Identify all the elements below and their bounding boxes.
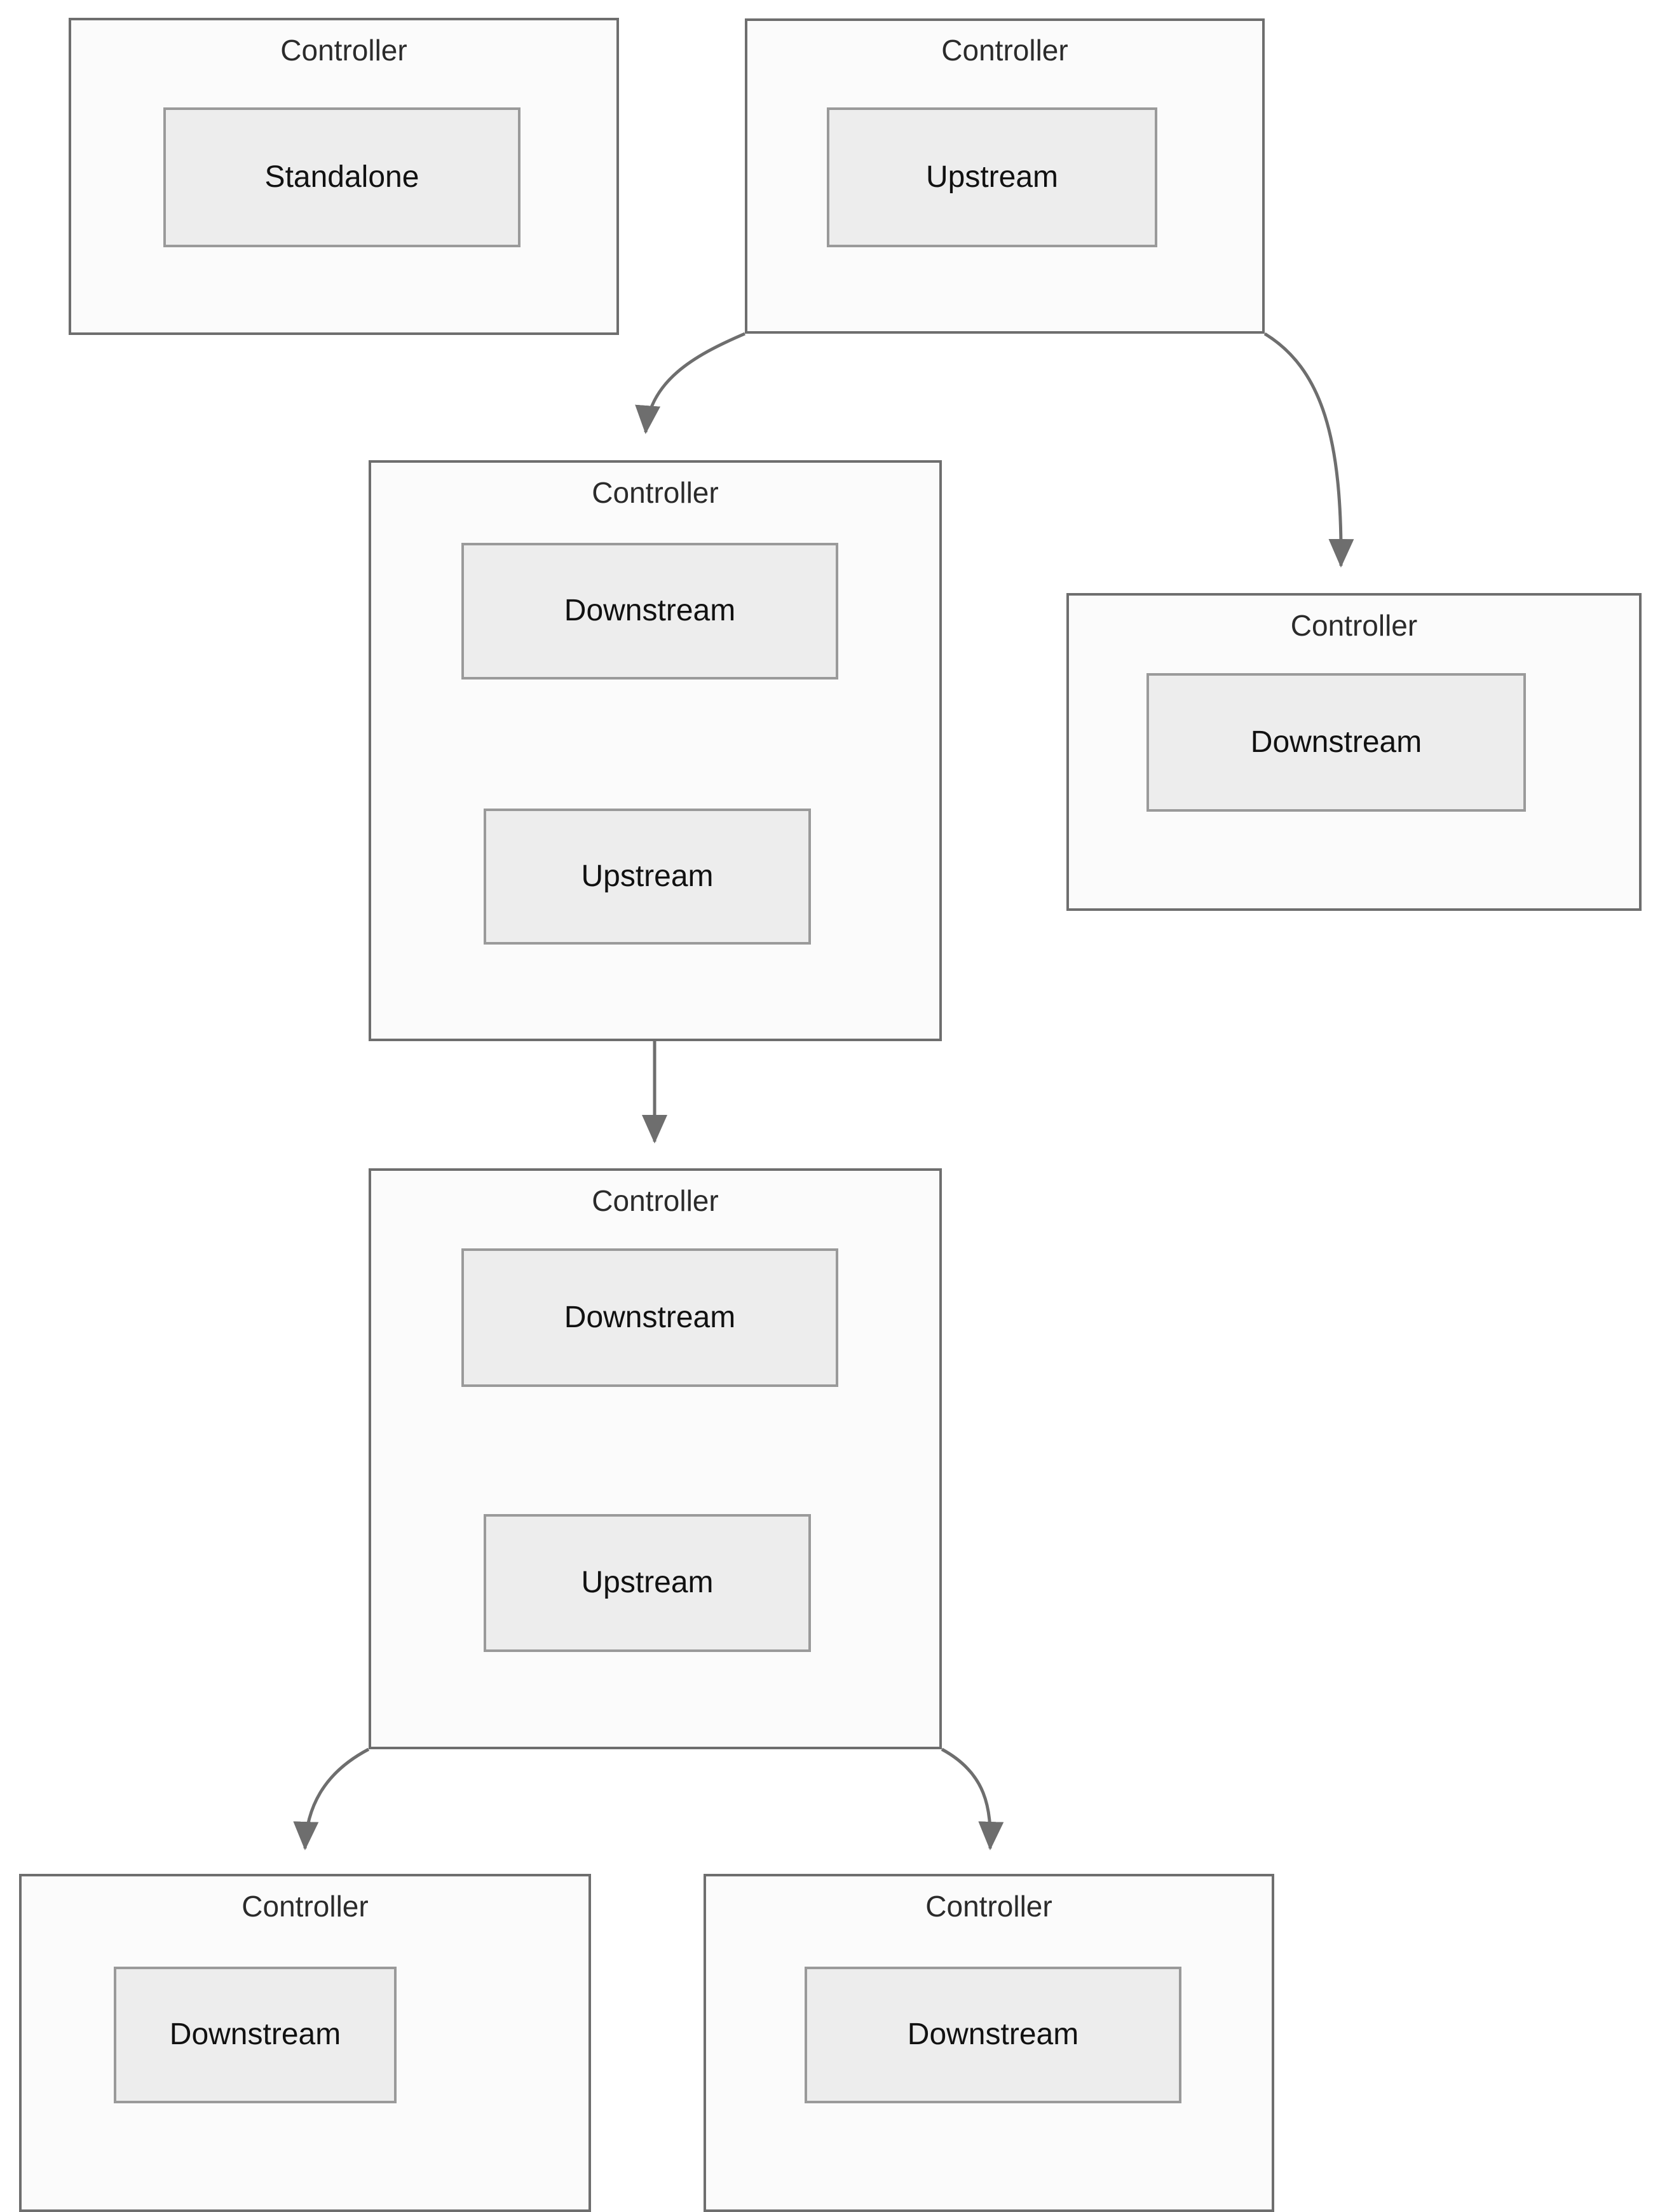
controller-leaf-left[interactable]: Controller Downstream bbox=[19, 1874, 591, 2212]
component-label: Downstream bbox=[1250, 725, 1422, 759]
component-label: Downstream bbox=[564, 594, 736, 628]
controller-title: Controller bbox=[941, 34, 1068, 67]
controller-lower-relay[interactable]: Controller Downstream Upstream bbox=[369, 1168, 942, 1749]
component-label: Downstream bbox=[169, 2017, 341, 2052]
edge-root-to-right bbox=[1263, 332, 1354, 568]
controller-leaf-right[interactable]: Controller Downstream bbox=[704, 1874, 1274, 2212]
component-label: Downstream bbox=[564, 1300, 736, 1334]
component-label: Downstream bbox=[907, 2017, 1079, 2052]
component-label: Standalone bbox=[264, 160, 419, 194]
component-label: Upstream bbox=[581, 859, 714, 893]
component-downstream[interactable]: Downstream bbox=[114, 1967, 397, 2103]
edge-lower-to-left-leaf bbox=[293, 1747, 370, 1850]
controller-title: Controller bbox=[592, 1184, 719, 1217]
component-downstream[interactable]: Downstream bbox=[805, 1967, 1181, 2103]
controller-root-upstream[interactable]: Controller Upstream bbox=[745, 18, 1265, 334]
component-downstream[interactable]: Downstream bbox=[1146, 673, 1526, 812]
component-upstream[interactable]: Upstream bbox=[484, 1514, 811, 1652]
edge-root-to-mid bbox=[635, 332, 745, 434]
controller-title: Controller bbox=[242, 1890, 369, 1923]
controller-mid-relay[interactable]: Controller Downstream Upstream bbox=[369, 460, 942, 1041]
component-upstream[interactable]: Upstream bbox=[827, 107, 1157, 247]
component-label: Upstream bbox=[581, 1566, 714, 1600]
controller-title: Controller bbox=[280, 34, 407, 67]
component-standalone[interactable]: Standalone bbox=[163, 107, 520, 247]
edge-lower-to-right-leaf bbox=[941, 1747, 1004, 1850]
component-upstream[interactable]: Upstream bbox=[484, 809, 811, 945]
controller-title: Controller bbox=[592, 476, 719, 509]
controller-right-leaf[interactable]: Controller Downstream bbox=[1066, 593, 1642, 911]
controller-standalone[interactable]: Controller Standalone bbox=[69, 18, 619, 335]
component-downstream[interactable]: Downstream bbox=[461, 543, 838, 679]
component-label: Upstream bbox=[925, 160, 1059, 194]
component-downstream[interactable]: Downstream bbox=[461, 1248, 838, 1387]
controller-title: Controller bbox=[1290, 609, 1418, 642]
controller-title: Controller bbox=[925, 1890, 1052, 1923]
